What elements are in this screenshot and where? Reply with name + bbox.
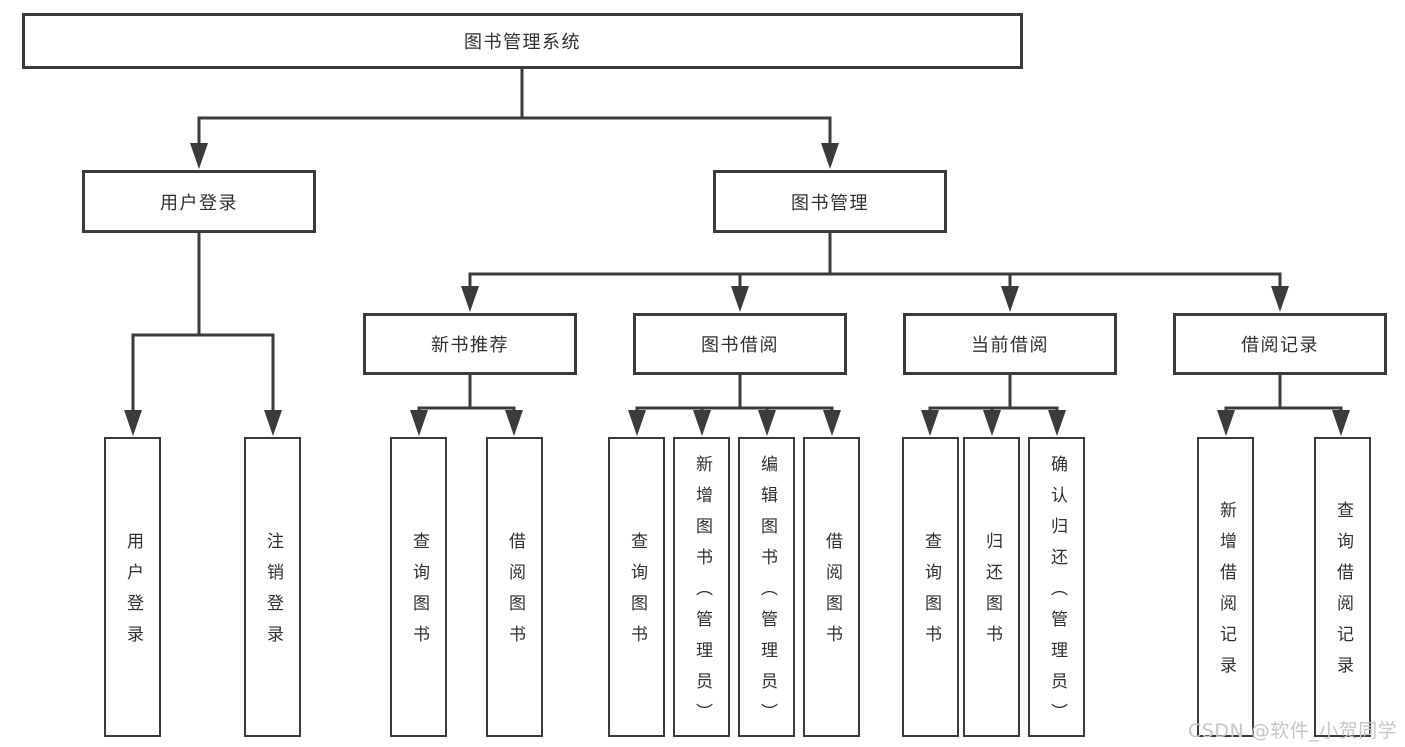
node-label: 当前借阅 bbox=[971, 335, 1049, 356]
node-label: 新书推荐 bbox=[431, 335, 509, 356]
leaf-label: 用户登录 bbox=[123, 532, 143, 656]
leaf-box-query-borrow-record: 查询借阅记录 bbox=[1314, 437, 1371, 737]
leaf-label: 查询图书 bbox=[921, 532, 941, 656]
node-label: 用户登录 bbox=[160, 192, 238, 214]
leaf-box-return-book: 归还图书 bbox=[963, 437, 1020, 737]
arrowheads bbox=[124, 143, 1350, 436]
leaf-box-query-books-borrowing: 查询图书 bbox=[608, 437, 665, 737]
node-box-borrowing-records: 借阅记录 bbox=[1173, 313, 1387, 375]
node-box-book-management: 图书管理 bbox=[713, 170, 947, 233]
leaf-box-confirm-return-admin: 确认归还（管理员） bbox=[1028, 437, 1085, 737]
leaf-label: 查询图书 bbox=[409, 532, 429, 656]
leaf-label: 新增借阅记录 bbox=[1216, 501, 1236, 687]
leaf-label: 查询借阅记录 bbox=[1333, 501, 1353, 687]
leaf-label: 借阅图书 bbox=[822, 532, 842, 656]
node-label: 图书管理系统 bbox=[464, 32, 581, 53]
leaf-box-borrow-books-recommend: 借阅图书 bbox=[486, 437, 543, 737]
node-box-current-borrowing: 当前借阅 bbox=[903, 313, 1117, 375]
leaf-box-query-books-recommend: 查询图书 bbox=[390, 437, 447, 737]
node-label: 图书管理 bbox=[791, 192, 869, 214]
leaf-box-add-book-admin: 新增图书（管理员） bbox=[673, 437, 730, 737]
node-box-user-login: 用户登录 bbox=[82, 170, 316, 233]
leaf-box-logout: 注销登录 bbox=[244, 437, 301, 737]
leaf-box-edit-book-admin: 编辑图书（管理员） bbox=[738, 437, 795, 737]
node-box-new-book-recommendation: 新书推荐 bbox=[363, 313, 577, 375]
leaf-label: 归还图书 bbox=[982, 532, 1002, 656]
node-label: 借阅记录 bbox=[1241, 335, 1319, 356]
leaf-label: 借阅图书 bbox=[505, 532, 525, 656]
leaf-box-borrow-books-borrowing: 借阅图书 bbox=[803, 437, 860, 737]
leaf-box-add-borrow-record: 新增借阅记录 bbox=[1197, 437, 1254, 737]
node-label: 图书借阅 bbox=[701, 335, 779, 356]
leaf-label: 确认归还（管理员） bbox=[1047, 454, 1067, 734]
leaf-label: 注销登录 bbox=[263, 532, 283, 656]
node-box-book-borrowing: 图书借阅 bbox=[633, 313, 847, 375]
csdn-watermark: CSDN @软件_小贺同学 bbox=[1188, 720, 1398, 742]
leaf-label: 查询图书 bbox=[627, 532, 647, 656]
node-box-library-system: 图书管理系统 bbox=[22, 13, 1023, 69]
leaf-box-query-books-current: 查询图书 bbox=[902, 437, 959, 737]
leaf-box-user-login: 用户登录 bbox=[104, 437, 161, 737]
leaf-label: 编辑图书（管理员） bbox=[757, 454, 777, 734]
leaf-label: 新增图书（管理员） bbox=[692, 454, 712, 734]
